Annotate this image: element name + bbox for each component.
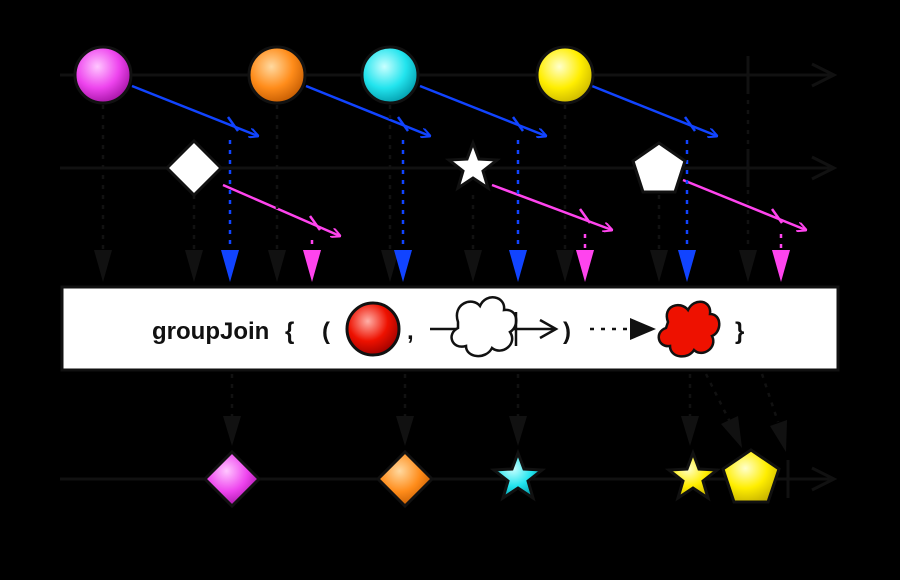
- input-connectors-black: [101, 100, 750, 250]
- right-duration-windows: [222, 178, 806, 236]
- white-diamond-marble: [164, 138, 224, 198]
- output-connectors: [230, 373, 780, 423]
- operator-close-paren: ): [563, 318, 571, 345]
- operator-name: groupJoin: [152, 318, 269, 345]
- operator-open-paren: (: [322, 318, 330, 345]
- inner-timeline-arrowhead: [539, 318, 559, 340]
- white-star-marble: [444, 138, 502, 192]
- cloud-icon: [450, 296, 518, 358]
- white-pentagon-marble: [631, 141, 687, 194]
- operator-close-brace: }: [735, 318, 744, 345]
- orange-diamond-result: [375, 449, 435, 509]
- yellow-star-result: [664, 448, 722, 502]
- window-end-arrowheads-pink: [303, 250, 790, 282]
- input-arrowheads-black: [94, 250, 757, 282]
- operator-open-brace: {: [285, 318, 294, 345]
- output-arrowheads: [223, 416, 787, 452]
- yellow-circle-marble: [535, 45, 595, 105]
- operator-comma: ,: [407, 318, 414, 345]
- yellow-pentagon-result: [721, 448, 781, 504]
- window-end-arrowheads-blue: [221, 250, 696, 282]
- red-circle-icon: [345, 301, 401, 357]
- maps-to-arrowhead: [630, 318, 656, 340]
- operator-box: groupJoin { ( , ) }: [60, 285, 840, 372]
- left-source-timeline: [60, 56, 838, 94]
- red-cloud-icon: [657, 300, 721, 358]
- cyan-star-result: [489, 448, 547, 502]
- cyan-circle-marble: [360, 45, 420, 105]
- window-end-connectors-pink: [310, 234, 783, 250]
- magenta-diamond-result: [202, 449, 262, 509]
- left-duration-windows: [131, 84, 717, 136]
- magenta-circle-marble: [73, 45, 133, 105]
- window-end-connectors-blue: [228, 140, 689, 250]
- orange-circle-marble: [247, 45, 307, 105]
